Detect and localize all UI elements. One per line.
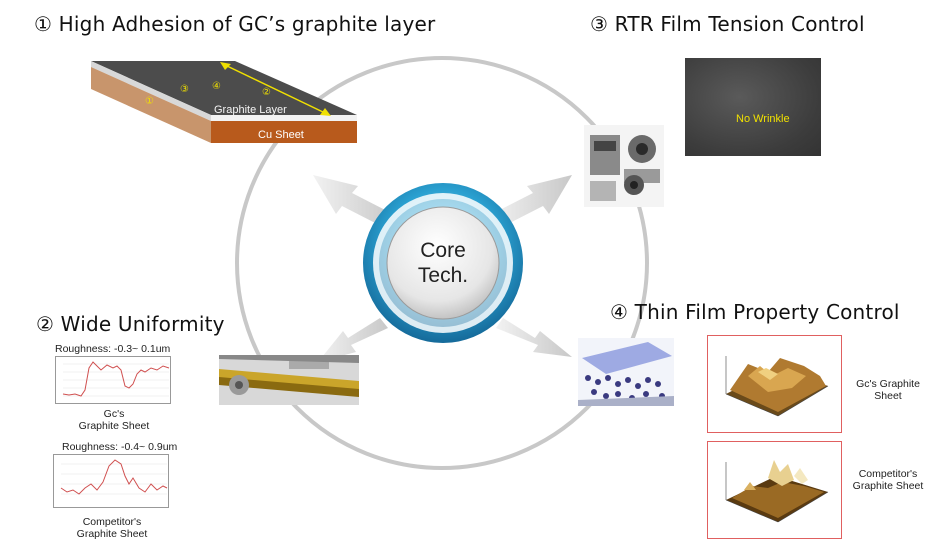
heading-rtr-film-tension: ③ RTR Film Tension Control xyxy=(590,12,865,36)
afm-gc-caption-line2: Sheet xyxy=(874,390,902,402)
no-wrinkle-label: No Wrinkle xyxy=(736,113,790,125)
gc-sheet-caption: Gc's Graphite Sheet xyxy=(64,408,164,432)
rtr-machine-image xyxy=(584,125,664,207)
nanostructure-image xyxy=(578,338,674,406)
coating-machine-image xyxy=(219,355,359,405)
arrow-up-left xyxy=(313,175,395,228)
afm-gc-caption-line1: Gc's Graphite xyxy=(856,378,920,390)
roughness-comp-label: Roughness: -0.4~ 0.9um xyxy=(62,441,178,453)
roughness-chart-competitor xyxy=(53,454,169,508)
afm-image-gc xyxy=(707,335,842,433)
core-hub xyxy=(363,183,523,343)
layer-stack-illustration xyxy=(91,61,357,143)
roughness-gc-label: Roughness: -0.3~ 0.1um xyxy=(55,343,171,355)
marker-4: ④ xyxy=(212,81,221,92)
gc-caption-line2: Graphite Sheet xyxy=(78,420,150,432)
heading-high-adhesion: ① High Adhesion of GC’s graphite layer xyxy=(34,12,436,36)
competitor-sheet-caption: Competitor's Graphite Sheet xyxy=(62,516,162,540)
roughness-chart-gc xyxy=(55,356,171,404)
core-tech-label: Core Tech. xyxy=(393,236,493,292)
arrow-up-right xyxy=(490,175,572,228)
outer-ring xyxy=(235,56,649,470)
afm-comp-caption-line2: Graphite Sheet xyxy=(852,480,924,492)
film-photo xyxy=(685,58,821,156)
comp-caption-line2: Graphite Sheet xyxy=(76,528,148,540)
cu-sheet-label: Cu Sheet xyxy=(258,129,304,141)
marker-2: ② xyxy=(262,87,271,98)
gc-caption-line1: Gc's xyxy=(103,408,125,420)
core-line2: Tech. xyxy=(417,264,469,287)
arrow-down-left xyxy=(318,318,388,362)
afm-gc-caption: Gc's Graphite Sheet xyxy=(842,378,934,402)
heading-wide-uniformity: ② Wide Uniformity xyxy=(36,312,225,336)
heading-thin-film-property: ④ Thin Film Property Control xyxy=(610,300,900,324)
graphite-layer-label: Graphite Layer xyxy=(214,104,287,116)
afm-image-competitor xyxy=(707,441,842,539)
marker-3: ③ xyxy=(180,84,189,95)
core-line1: Core xyxy=(420,239,466,262)
afm-comp-caption-line1: Competitor's xyxy=(858,468,918,480)
marker-1: ① xyxy=(145,96,154,107)
afm-competitor-caption: Competitor's Graphite Sheet xyxy=(842,468,934,492)
arrow-down-right xyxy=(496,318,572,357)
comp-caption-line1: Competitor's xyxy=(82,516,142,528)
